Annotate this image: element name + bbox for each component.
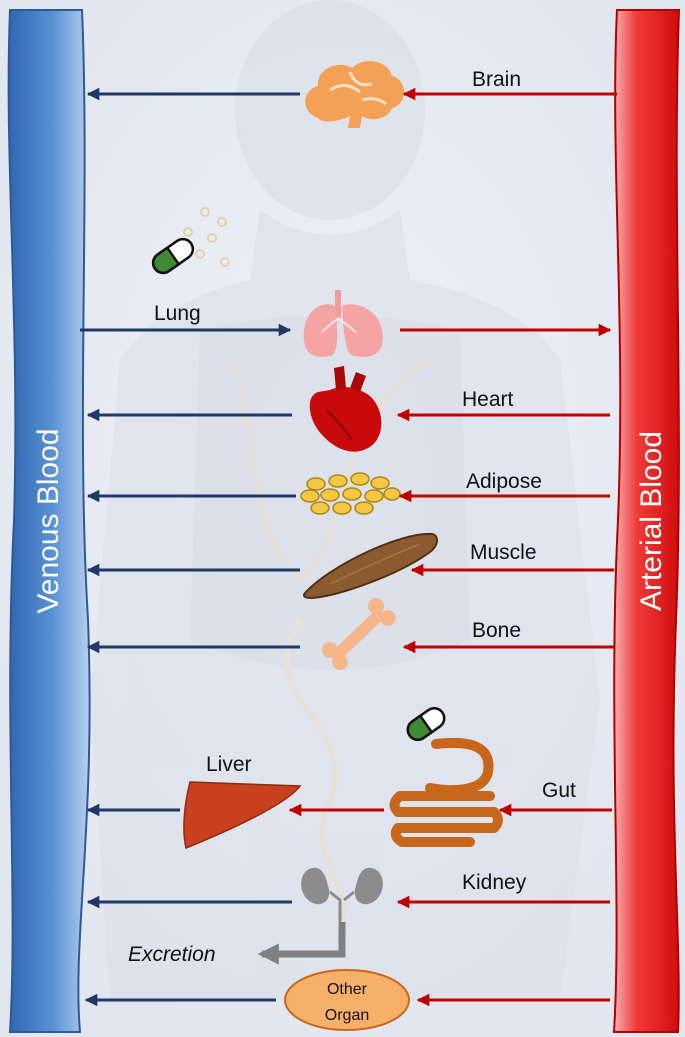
lung-label: Lung (154, 302, 201, 325)
arterial-blood-label: Arterial Blood (635, 431, 668, 611)
bone-label: Bone (472, 619, 521, 642)
excretion-label: Excretion (128, 943, 216, 966)
gut-label: Gut (542, 779, 576, 802)
liver-label: Liver (206, 753, 252, 776)
heart-label: Heart (462, 388, 514, 411)
muscle-label: Muscle (470, 541, 537, 564)
adipose-label: Adipose (466, 470, 542, 493)
other-organ-label-line2: Organ (325, 1007, 369, 1024)
venous-blood-label: Venous Blood (32, 428, 65, 613)
other-organ-label-line1: Other (327, 981, 368, 998)
kidney-label: Kidney (462, 871, 527, 894)
brain-label: Brain (472, 68, 521, 91)
